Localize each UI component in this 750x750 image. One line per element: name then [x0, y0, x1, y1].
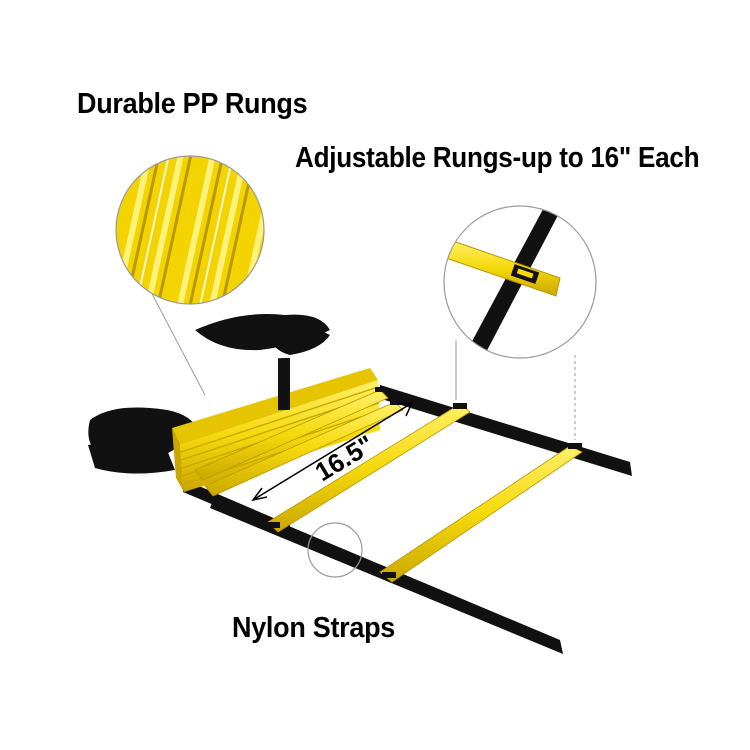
durable-rungs-label: Durable PP Rungs [77, 88, 308, 120]
ladder-rungs [194, 387, 583, 583]
zoom-circle-strap [307, 522, 363, 578]
strap-bundle [88, 314, 330, 474]
leader-lines [149, 289, 576, 440]
adjustable-rungs-label: Adjustable Rungs-up to 16" Each [295, 142, 700, 174]
zoom-circle-rungs [115, 155, 265, 305]
zoom-circle-clip [443, 205, 597, 359]
dimension-arrow [251, 402, 414, 502]
nylon-straps-label: Nylon Straps [232, 612, 396, 644]
